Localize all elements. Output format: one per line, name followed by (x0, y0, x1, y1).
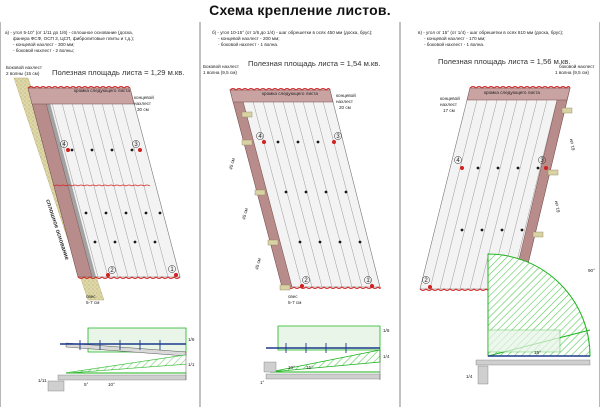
side-overlap-value: 1 волна (9,5 см) (555, 70, 589, 75)
detail-section-a: 1/6 1/1 5° 10° 1/11 (38, 327, 195, 392)
desc-line: фанера ФСФ, ОСП 3, ЦСП, фибролитовые пли… (13, 36, 134, 41)
fastener-number: 3 (540, 158, 544, 164)
side-overlap-value: 1 волна (9,5 см) (203, 70, 237, 75)
top-wave-line (229, 88, 331, 91)
desc-line: - концевой нахлест - 200 мм; (218, 35, 280, 41)
fastener-number: 2 (304, 278, 308, 284)
desc-line: - боковой нахлест - 1 волна. (218, 41, 278, 47)
end-overlap-label: нахлест (440, 102, 458, 107)
panel-b-description: б) - угол 10-15° (от 1/6 до 1/4) - шаг о… (212, 30, 372, 47)
fastener-numbers: 4 3 2 1 (60, 140, 176, 274)
end-overlap-band (466, 87, 571, 101)
end-overlap-band (229, 89, 334, 103)
detail-label: 10° (288, 365, 295, 370)
desc-line: б) - угол 10-15° (от 1/6 до 1/4) - шаг о… (212, 30, 372, 35)
fastener-number: 4 (258, 134, 262, 140)
fastener-red-points (262, 140, 374, 288)
top-wave-line (27, 86, 131, 89)
desc-line: - боковой нахлест - 1 волна. (424, 41, 484, 47)
detail-label: 1° (260, 380, 265, 385)
eave-label: свес (86, 294, 96, 299)
end-overlap-label: концевой (336, 92, 356, 98)
panel-a: а) - угол 5-10° (от 1/11 до 1/6) - сплош… (5, 30, 195, 392)
bottom-wave-line (77, 276, 181, 279)
desc-line: в) - угол от 15° (от 1/4) - шаг обрешетк… (418, 30, 563, 35)
end-overlap-label: нахлест (336, 99, 354, 104)
detail-label: 1/4 (466, 374, 473, 379)
detail-label: 1/11 (38, 378, 47, 383)
side-overlap-band-shadow (42, 88, 96, 277)
fastener-number: 1 (170, 267, 174, 273)
detail-label: 90° (588, 268, 595, 273)
diagram-title: Схема крепление листов. (209, 2, 391, 18)
fastener-red-points (428, 166, 548, 289)
end-overlap-label: концевой (440, 95, 460, 101)
panel-b: б) - угол 10-15° (от 1/6 до 1/4) - шаг о… (203, 30, 390, 385)
batten-spacing: 61 см (553, 200, 561, 213)
end-overlap-band (27, 87, 135, 105)
next-sheet-edge-label: кромка следующего листа (484, 90, 540, 95)
sheet-ribs (239, 89, 373, 288)
fastener-number: 3 (336, 134, 340, 140)
desc-line: а) - угол 5-10° (от 1/11 до 1/6) - сплош… (5, 30, 133, 35)
end-overlap-value: 30 см (137, 107, 149, 112)
end-overlap-value: 17 см (443, 108, 455, 113)
top-wave-line (469, 86, 571, 89)
batten-spacing: 61 см (568, 138, 576, 151)
detail-section-b: 1/6 1/4 10° 15° 1° (260, 325, 390, 385)
desc-line: - концевой нахлест - 170 мм; (424, 35, 486, 41)
panel-c-description: в) - угол от 15° (от 1/4) - шаг обрешетк… (418, 30, 563, 47)
batten-spacing: 45 см (254, 258, 262, 271)
next-sheet-edge-label: кромка следующего листа (262, 91, 318, 96)
eave-value: 5-7 см (86, 300, 99, 305)
end-overlap-label: нахлест (134, 101, 152, 106)
fastener-number: 2 (424, 278, 428, 284)
end-overlap-value: 20 см (339, 105, 351, 110)
batten-spacing: 45 см (228, 158, 236, 171)
next-sheet-edge-label: кромка следующего листа (74, 88, 130, 93)
fastener-number: 2 (110, 268, 114, 274)
bottom-wave-line (281, 286, 381, 289)
detail-label: 10° (108, 382, 115, 387)
useful-area-label: Полезная площадь листа = 1,56 м.кв. (438, 57, 570, 66)
fastener-points (460, 166, 540, 232)
useful-area-label: Полезная площадь листа = 1,29 м.кв. (52, 68, 184, 77)
fastener-number: 4 (62, 142, 66, 148)
side-overlap-label: боковой нахлест (559, 63, 596, 69)
panel-c: в) - угол от 15° (от 1/4) - шаг обрешетк… (418, 30, 596, 385)
fastener-points (70, 148, 162, 244)
desc-line: - боковой нахлест - 2 волны; (13, 47, 74, 53)
detail-label: 5° (84, 382, 89, 387)
detail-label: 15° (306, 365, 313, 370)
detail-label: 15° (534, 350, 541, 355)
fastener-points (276, 140, 362, 244)
panel-a-description: а) - угол 5-10° (от 1/11 до 1/6) - сплош… (5, 30, 134, 53)
detail-label: 1/6 (383, 328, 390, 333)
desc-line: - концевой нахлест - 300 мм; (13, 41, 75, 47)
fastener-red-points (66, 148, 178, 277)
fastener-numbers: 4 3 2 1 (256, 132, 372, 284)
detail-section-c: 90° 1/4 15° (466, 253, 595, 385)
batten-spacing: 45 см (241, 208, 249, 221)
battens (241, 111, 291, 291)
detail-label: 1/6 (188, 337, 195, 342)
eave-label: свес (288, 294, 298, 299)
detail-label: 1/1 (188, 362, 195, 367)
detail-label: 1/4 (383, 354, 390, 359)
eave-value: 5-7 см (288, 300, 301, 305)
side-overlap-value: 2 волны (15 см) (6, 71, 40, 76)
useful-area-label: Полезная площадь листа = 1,54 м.кв. (248, 59, 380, 68)
fastener-number: 1 (366, 278, 370, 284)
fastener-number: 3 (134, 142, 138, 148)
fastener-number: 4 (456, 158, 460, 164)
roof-sheet (229, 89, 381, 288)
mid-wave-line (53, 184, 151, 187)
side-overlap-label: Боковой нахлест (6, 64, 43, 70)
end-overlap-label: концевой (134, 94, 154, 100)
side-overlap-label: Боковой нахлест (203, 63, 240, 69)
